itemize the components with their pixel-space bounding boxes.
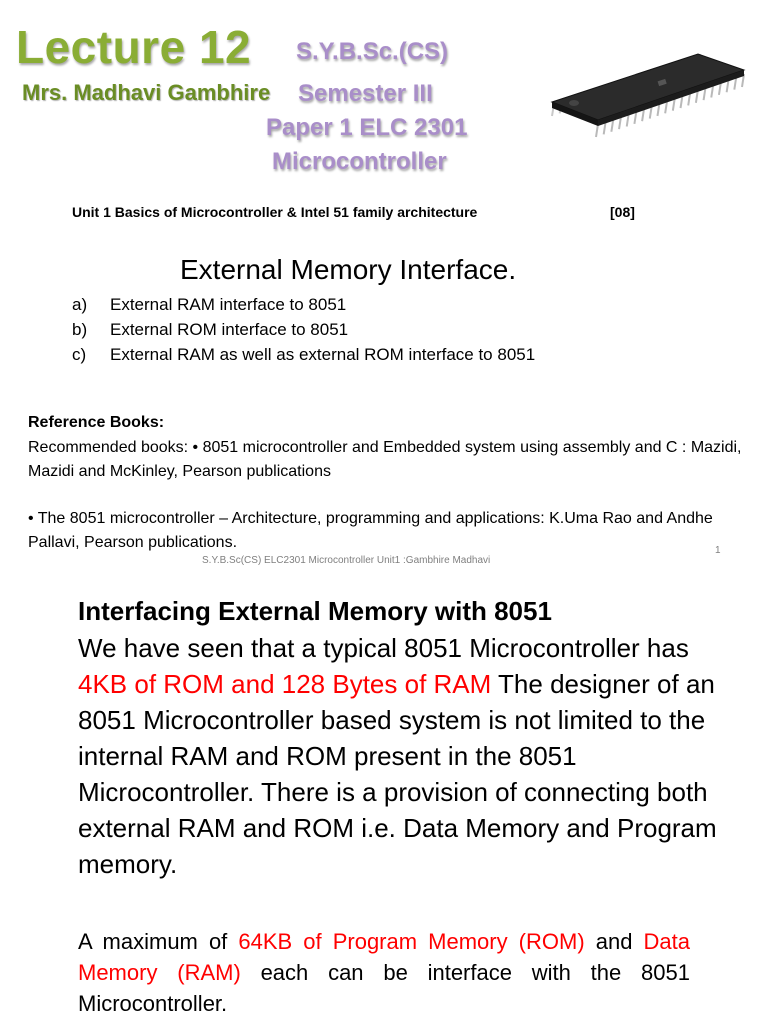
list-item: b) External ROM interface to 8051 [72, 317, 535, 342]
chip-pin [679, 94, 684, 109]
list-item: a) External RAM interface to 8051 [72, 292, 535, 317]
chip-pin [648, 105, 653, 119]
capacity-paragraph: A maximum of 64KB of Program Memory (ROM… [78, 926, 690, 1019]
chip-pin [710, 84, 715, 98]
paragraph-text: and [584, 929, 644, 954]
chip-pin [733, 76, 738, 90]
slide-2: Interfacing External Memory with 8051 We… [0, 576, 768, 1024]
list-text: External RAM as well as external ROM int… [110, 345, 536, 364]
chip-pin [656, 102, 661, 117]
chip-pin [741, 73, 745, 88]
highlight-text: 4KB of ROM and 128 Bytes of RAM [78, 669, 492, 699]
highlight-text: 64KB of Program Memory (ROM) [238, 929, 585, 954]
author-name: Mrs. Madhavi Gambhire [22, 80, 271, 105]
paragraph-text: We have seen that a typical 8051 Microco… [78, 633, 689, 663]
slide-1: Lecture 12 Mrs. Madhavi Gambhire S.Y.B.S… [16, 21, 746, 566]
paragraph-text: each can be interface with the 8051 Micr… [78, 960, 690, 1016]
reference-book-1: Recommended books: • 8051 microcontrolle… [28, 439, 742, 480]
chip-pin [602, 121, 607, 135]
chip-pin [618, 115, 623, 130]
slide-footer: S.Y.B.Sc(CS) ELC2301 Microcontroller Uni… [202, 555, 491, 566]
course-semester: Semester III [298, 80, 433, 107]
paragraph-text: A maximum of [78, 929, 239, 954]
reference-book-2: • The 8051 microcontroller – Architectur… [28, 510, 713, 551]
list-text: External ROM interface to 8051 [110, 320, 349, 339]
unit-description: Unit 1 Basics of Microcontroller & Intel… [72, 204, 478, 220]
list-marker: a) [72, 295, 88, 314]
lecture-title: Lecture 12 [16, 21, 252, 73]
page-number: 1 [715, 545, 721, 556]
chip-pin [595, 123, 599, 138]
course-class: S.Y.B.Sc.(CS) [296, 38, 449, 65]
chip-pin [610, 118, 615, 132]
section-title: External Memory Interface. [180, 254, 517, 285]
chip-pin [671, 97, 676, 111]
chip-pin [725, 79, 730, 93]
intro-paragraph: We have seen that a typical 8051 Microco… [78, 630, 718, 882]
paragraph-text: The designer of an 8051 Microcontroller … [78, 669, 717, 879]
reference-heading: Reference Books: [28, 414, 165, 431]
course-paper: Paper 1 ELC 2301 [266, 114, 468, 141]
chip-pin [717, 81, 722, 96]
chip-pin [702, 87, 707, 101]
unit-marks: [08] [610, 204, 635, 220]
slide-heading: Interfacing External Memory with 8051 [78, 596, 552, 626]
chip-pin [664, 100, 669, 114]
highlight-text: Data Memory (RAM) [78, 929, 691, 985]
list-text: External RAM interface to 8051 [110, 295, 347, 314]
chip-pin [641, 108, 646, 122]
ic-chip-icon [550, 53, 746, 138]
course-subject: Microcontroller [272, 148, 447, 175]
list-marker: b) [72, 320, 88, 339]
topic-list: a) External RAM interface to 8051 b) Ext… [72, 292, 535, 367]
chip-pin [633, 110, 638, 124]
list-marker: c) [72, 345, 87, 364]
list-item: c) External RAM as well as external ROM … [72, 342, 535, 367]
chip-pin [694, 89, 699, 103]
chip-pin [687, 92, 692, 106]
chip-pin [625, 113, 630, 127]
